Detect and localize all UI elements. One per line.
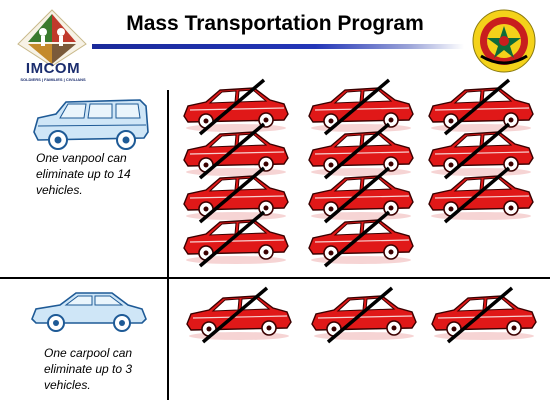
horizontal-divider — [0, 277, 550, 279]
crossed-out-car-icon — [183, 286, 295, 344]
vanpool-caption: One vanpool can eliminate up to 14 vehic… — [36, 151, 131, 197]
crossed-out-car-icon — [180, 210, 292, 268]
van-icon — [33, 99, 149, 150]
crossed-out-car-icon — [305, 78, 417, 136]
carpool-caption: One carpool can eliminate up to 3 vehicl… — [44, 346, 133, 392]
crossed-out-car-icon — [425, 166, 537, 224]
imcom-logo-subtext: SOLDIERS | FAMILIES | CIVILIANS — [20, 77, 86, 82]
crossed-out-car-icon — [428, 286, 540, 344]
crossed-out-car-icon — [425, 78, 537, 136]
sedan-icon — [31, 292, 147, 332]
crossed-out-car-icon — [180, 122, 292, 180]
crossed-out-car-icon — [305, 210, 417, 268]
crossed-out-car-icon — [308, 286, 420, 344]
slide-title: Mass Transportation Program — [126, 12, 424, 35]
title-underline — [92, 44, 464, 49]
army-support-seal-icon — [472, 9, 536, 73]
vertical-divider — [167, 90, 169, 400]
crossed-out-car-icon — [305, 122, 417, 180]
imcom-logo-text: IMCOM — [25, 60, 81, 77]
crossed-out-car-icon — [305, 166, 417, 224]
crossed-out-car-icon — [180, 78, 292, 136]
imcom-logo-icon — [17, 9, 87, 67]
